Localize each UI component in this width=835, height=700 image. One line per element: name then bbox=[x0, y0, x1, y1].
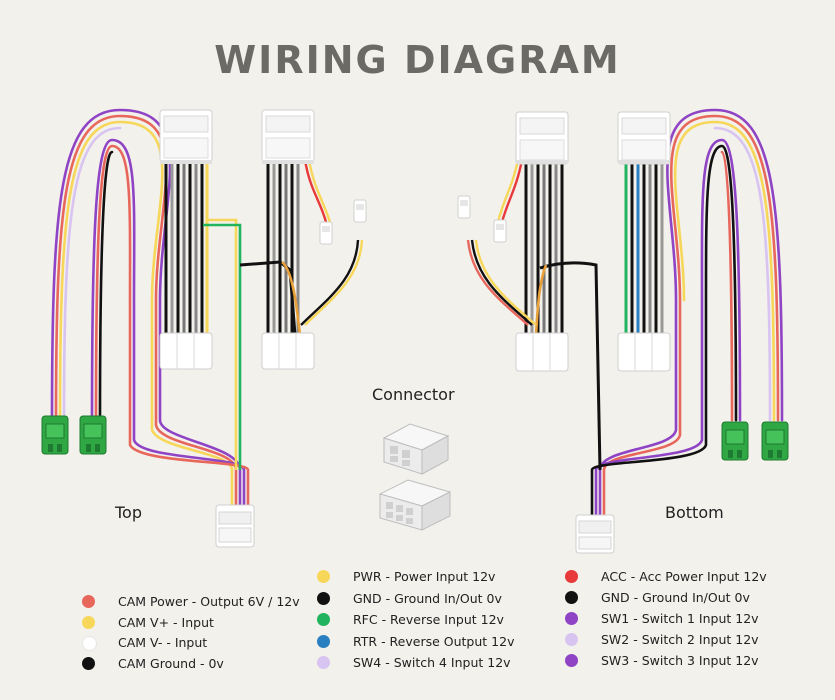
bottom-block2-wires bbox=[624, 160, 664, 335]
legend-text: RTR - Reverse Output 12v bbox=[353, 633, 515, 649]
page-title: WIRING DIAGRAM bbox=[214, 38, 621, 82]
legend-color-dot bbox=[565, 591, 578, 604]
top-block1-wires bbox=[164, 160, 209, 335]
legend-color-dot bbox=[565, 654, 578, 667]
bottom-block1-wires bbox=[524, 160, 564, 335]
legend-color-dot bbox=[317, 613, 330, 626]
legend-text: CAM Ground - 0v bbox=[118, 655, 224, 671]
top-label: Top bbox=[115, 503, 142, 522]
legend-color-dot bbox=[565, 633, 578, 646]
legend-color-dot bbox=[565, 570, 578, 583]
connector-label: Connector bbox=[372, 385, 455, 404]
legend-color-dot bbox=[82, 636, 97, 651]
legend-color-dot bbox=[82, 615, 95, 629]
legend-color-dot bbox=[317, 591, 330, 605]
legend-color-dot bbox=[82, 656, 95, 670]
legend-color-dot bbox=[317, 570, 330, 583]
legend-text: SW2 - Switch 2 Input 12v bbox=[601, 632, 759, 647]
top-harness bbox=[41, 108, 367, 548]
legend-text: ACC - Acc Power Input 12v bbox=[601, 569, 767, 584]
legend-color-dot bbox=[317, 634, 330, 648]
top-loop-wires bbox=[50, 108, 250, 507]
connector-illustration bbox=[378, 423, 452, 531]
legend-text: GND - Ground In/Out 0v bbox=[601, 590, 750, 605]
legend-color-dot bbox=[565, 612, 578, 625]
legend-color-dot bbox=[317, 656, 330, 669]
connector-housing-top bbox=[382, 423, 450, 475]
legend-text: RFC - Reverse Input 12v bbox=[353, 612, 504, 627]
bottom-loop-wires bbox=[590, 108, 784, 517]
legend-text: CAM V- - Input bbox=[118, 635, 208, 650]
legend-text: PWR - Power Input 12v bbox=[353, 569, 496, 584]
legend-text: SW4 - Switch 4 Input 12v bbox=[353, 655, 511, 670]
legend-text: CAM Power - Output 6V / 12v bbox=[118, 594, 300, 609]
legend-text: CAM V+ - Input bbox=[118, 614, 214, 630]
bottom-label: Bottom bbox=[665, 503, 724, 522]
legend-color-dot bbox=[82, 595, 95, 608]
legend-text: SW3 - Switch 3 Input 12v bbox=[601, 653, 759, 668]
connector-housing-bottom bbox=[378, 479, 452, 531]
bottom-harness bbox=[457, 108, 789, 554]
legend-text: GND - Ground In/Out 0v bbox=[353, 590, 502, 606]
legend-text: SW1 - Switch 1 Input 12v bbox=[601, 611, 759, 626]
